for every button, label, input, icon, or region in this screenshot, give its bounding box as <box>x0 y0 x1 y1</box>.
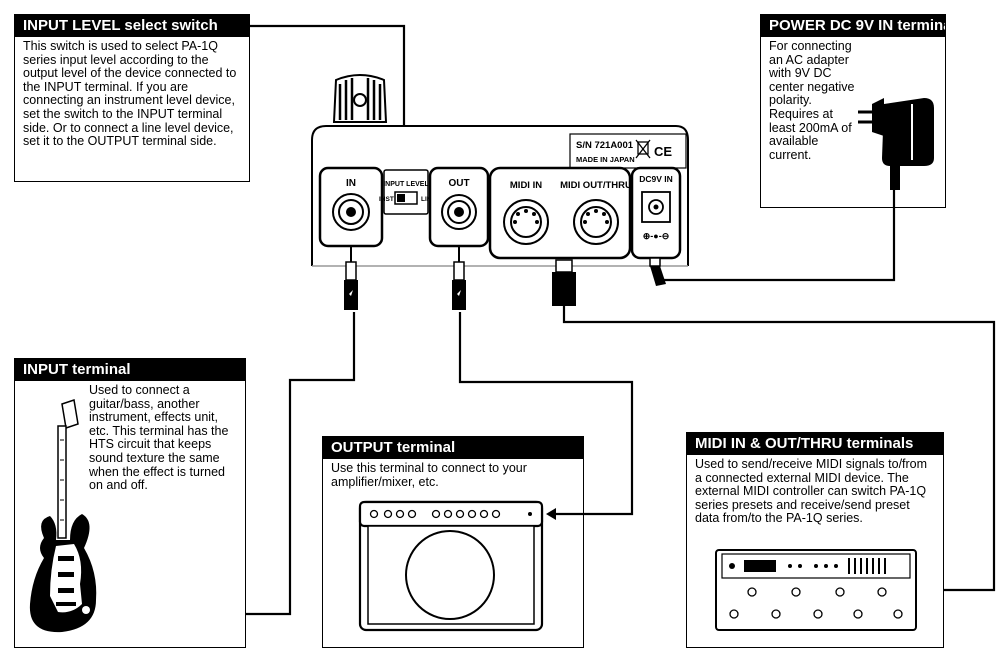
power-cable <box>662 190 896 282</box>
midi-controller-icon <box>715 549 917 631</box>
ac-adapter-icon <box>858 98 934 190</box>
line-label: LINE <box>421 196 436 203</box>
in-label: IN <box>346 178 356 189</box>
dc-jack-icon <box>641 191 671 223</box>
pedal-device: S/N 721A001 MADE IN JAPAN CE IN INPUT LE… <box>311 74 689 286</box>
input-plug-icon <box>344 246 358 310</box>
input-level-label: INPUT LEVEL <box>383 181 429 188</box>
midi-out-label: MIDI OUT/THRU <box>560 180 632 191</box>
guitar-icon <box>29 399 97 633</box>
serial-plate <box>569 133 687 169</box>
midi-in-jack-icon <box>503 199 549 245</box>
midi-plug-icon <box>552 259 576 306</box>
input-terminal-callout-text: Used to connect a guitar/bass, another i… <box>89 383 229 493</box>
midi-in-label: MIDI IN <box>510 180 542 191</box>
knob-icon <box>332 74 388 123</box>
inst-label: INST <box>379 196 394 203</box>
dc-plug-icon <box>649 257 666 286</box>
midi-callout-text: Used to send/receive MIDI signals to/fro… <box>695 457 928 526</box>
input-cable <box>246 312 356 616</box>
input-level-callout: INPUT LEVEL select switch This switch is… <box>14 14 250 182</box>
output-terminal-callout-text: Use this terminal to connect to your amp… <box>331 461 527 489</box>
weee-icon <box>635 139 651 159</box>
input-terminal-callout-title: INPUT terminal <box>15 359 245 381</box>
ce-mark-icon: CE <box>654 144 672 159</box>
power-callout: POWER DC 9V IN terminal For connecting a… <box>760 14 946 208</box>
serial-number: S/N 721A001 <box>576 140 634 151</box>
made-in-label: MADE IN JAPAN <box>576 155 635 164</box>
cables <box>246 24 996 616</box>
input-level-callout-title: INPUT LEVEL select switch <box>15 15 249 37</box>
midi-cable <box>562 306 996 592</box>
power-callout-text: For connecting an AC adapter with 9V DC … <box>769 39 855 162</box>
input-level-leader-line <box>250 24 406 170</box>
arrow-heads <box>546 508 556 520</box>
output-plug-icon <box>452 246 466 310</box>
output-terminal-callout-title: OUTPUT terminal <box>323 437 583 459</box>
power-callout-title: POWER DC 9V IN terminal <box>761 15 945 37</box>
midi-callout-title: MIDI IN & OUT/THRU terminals <box>687 433 943 455</box>
amplifier-icon <box>358 500 544 632</box>
output-arrow-icon <box>546 508 556 520</box>
dc-label: DC9V IN <box>639 174 673 184</box>
out-label: OUT <box>448 178 469 189</box>
input-level-callout-text: This switch is used to select PA-1Q seri… <box>23 39 237 149</box>
midi-out-jack-icon <box>573 199 619 245</box>
polarity-label: ⊕-●-⊖ <box>643 231 670 241</box>
output-cable <box>458 312 634 516</box>
